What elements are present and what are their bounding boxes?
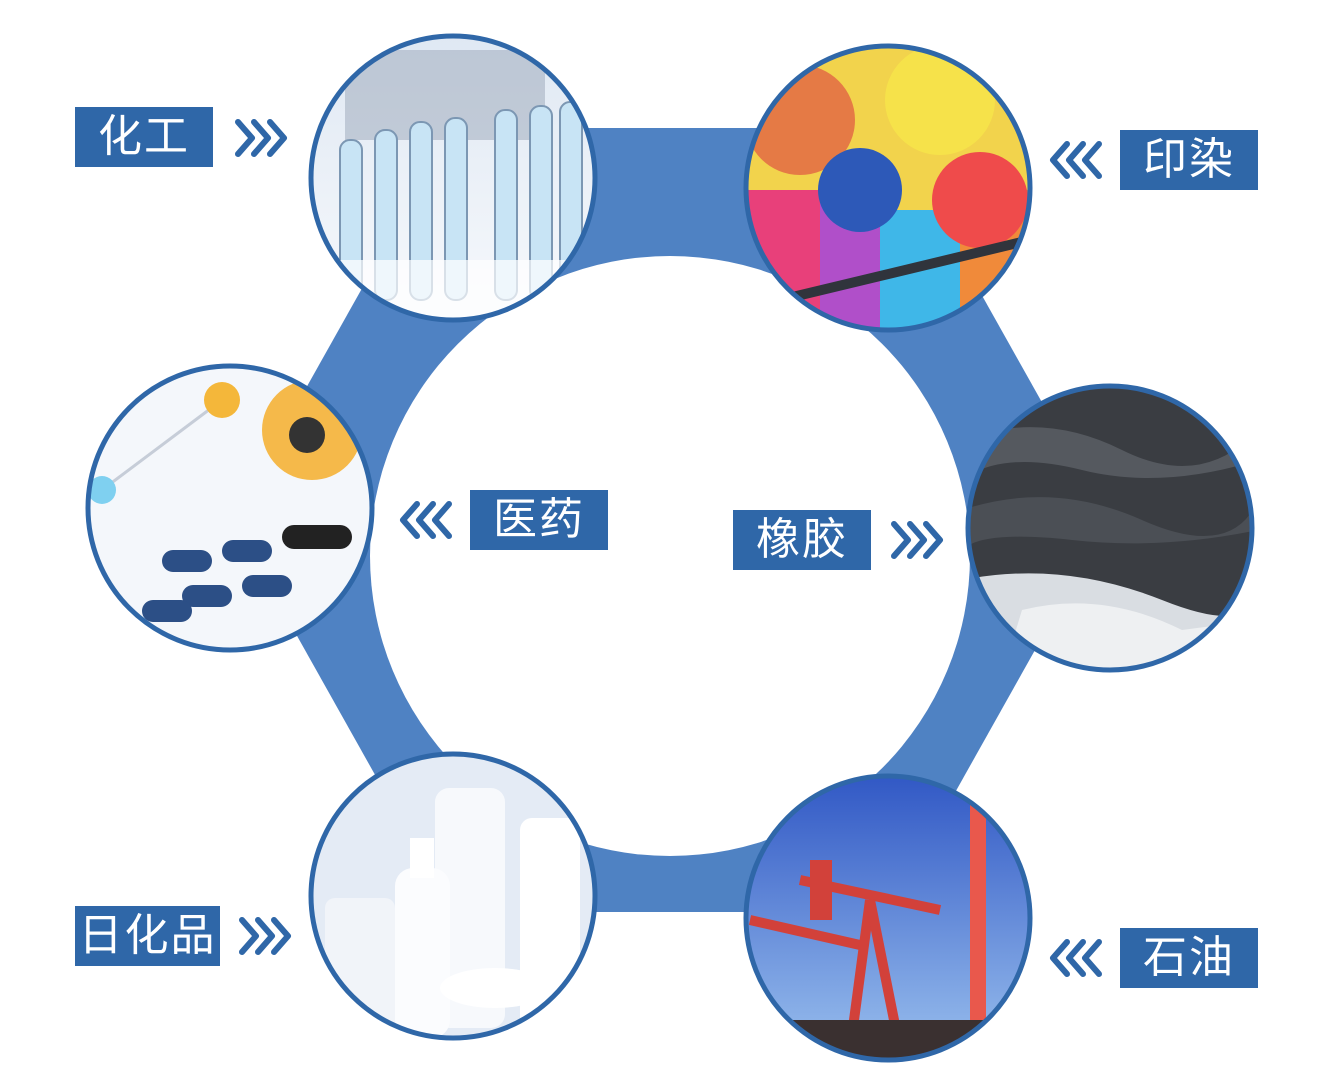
- chevron-right-icon: [891, 521, 943, 559]
- label-medicine: 医药: [470, 490, 608, 550]
- label-dyeing: 印染: [1120, 130, 1258, 190]
- chevron-left-icon: [1050, 939, 1102, 977]
- label-rubber: 橡胶: [733, 510, 871, 570]
- cosmetic-bottles-icon: [308, 751, 598, 1041]
- label-chemical: 化工: [75, 107, 213, 167]
- chevron-right-icon: [239, 917, 291, 955]
- hexagon-inner-hole: [370, 256, 970, 856]
- label-petroleum: 石油: [1120, 928, 1258, 988]
- label-daily-chemicals: 日化品: [75, 906, 220, 966]
- chevron-right-icon: [235, 119, 287, 157]
- oil-pumpjack-icon: [743, 773, 1033, 1063]
- pills-icon: [85, 363, 375, 653]
- test-tubes-icon: [308, 33, 598, 323]
- chevron-left-icon: [1050, 141, 1102, 179]
- paint-palette-icon: [743, 43, 1033, 333]
- rubber-sheets-icon: [965, 383, 1255, 673]
- chevron-left-icon: [400, 501, 452, 539]
